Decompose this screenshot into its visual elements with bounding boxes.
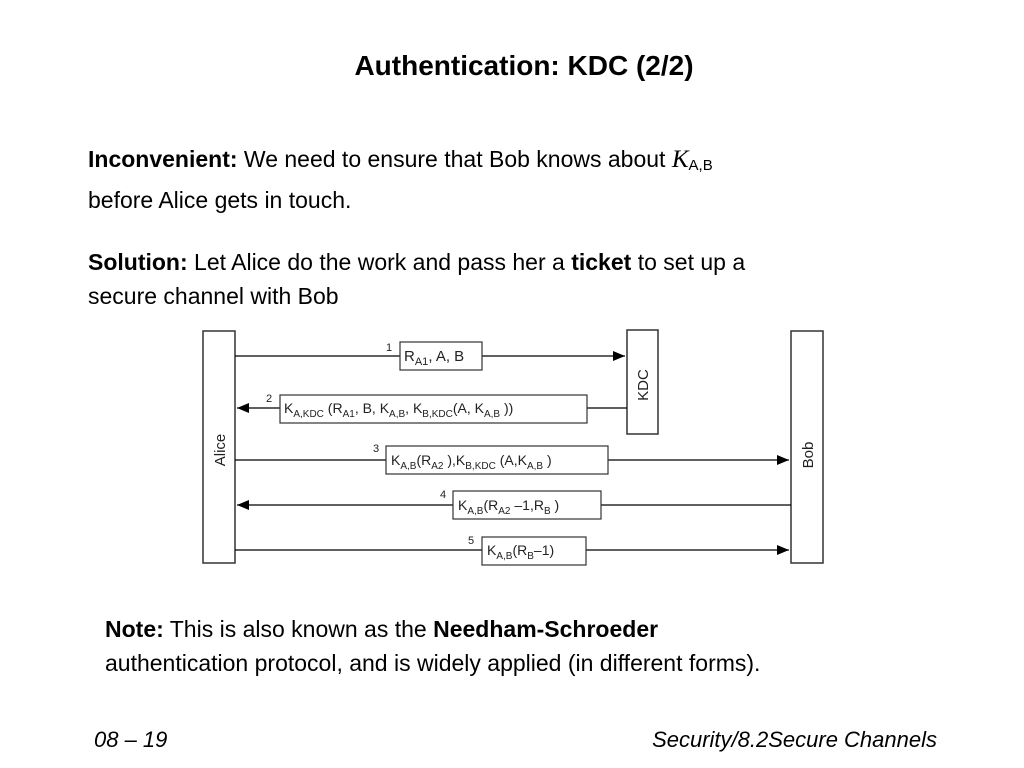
message-2-step: 2 (266, 393, 272, 405)
note-label: Note: (105, 616, 164, 642)
key-subscript: A,B (688, 157, 713, 174)
page-title: Authentication: KDC (2/2) (354, 50, 694, 81)
key-ab: KA,B (671, 146, 713, 174)
message-2: 2 KA,KDC (RA1, B, KA,B, KB,KDC(A, KA,B )… (237, 393, 627, 424)
message-5-step: 5 (468, 535, 474, 547)
message-4: 4 KA,B(RA2 –1,RB ) (237, 489, 791, 520)
ticket-word: ticket (571, 249, 632, 275)
footer-section: Security/8.2Secure Channels (652, 727, 937, 752)
inconvenient-label: Inconvenient: (88, 146, 238, 172)
note-paragraph: Note: This is also known as the Needham-… (105, 612, 760, 680)
solution-label: Solution: (88, 249, 188, 275)
solution-line2: secure channel with Bob (88, 283, 339, 309)
bob-label: Bob (800, 442, 817, 469)
kdc-label: KDC (635, 369, 652, 401)
message-4-content: KA,B(RA2 –1,RB ) (458, 497, 559, 517)
solution-paragraph: Solution: Let Alice do the work and pass… (88, 245, 745, 313)
note-line2: authentication protocol, and is widely a… (105, 650, 761, 676)
solution-text-after: to set up a (631, 249, 746, 275)
kdc-box: KDC (626, 329, 659, 435)
inconvenient-paragraph: Inconvenient: We need to ensure that Bob… (88, 142, 713, 217)
key-letter: K (671, 146, 689, 173)
footer-slide-number: 08 – 19 (94, 727, 168, 752)
alice-label: Alice (212, 434, 229, 467)
message-3: 3 KA,B(RA2 ),KB,KDC (A,KA,B ) (235, 443, 789, 475)
message-3-step: 3 (373, 443, 379, 455)
message-5: 5 KA,B(RB–1) (235, 535, 789, 566)
inconvenient-text: We need to ensure that Bob knows about (237, 146, 672, 172)
solution-text: Let Alice do the work and pass her a (187, 249, 572, 275)
message-3-content: KA,B(RA2 ),KB,KDC (A,KA,B ) (391, 452, 552, 472)
bob-box: Bob (790, 330, 824, 564)
alice-box: Alice (202, 330, 236, 564)
protocol-name: Needham-Schroeder (433, 616, 659, 642)
note-text: This is also known as the (163, 616, 434, 642)
message-1-step: 1 (386, 342, 392, 354)
inconvenient-line2: before Alice gets in touch. (88, 187, 352, 213)
message-2-content: KA,KDC (RA1, B, KA,B, KB,KDC(A, KA,B )) (284, 400, 513, 420)
message-1: 1 RA1, A, B (235, 341, 625, 371)
message-4-step: 4 (440, 489, 446, 501)
